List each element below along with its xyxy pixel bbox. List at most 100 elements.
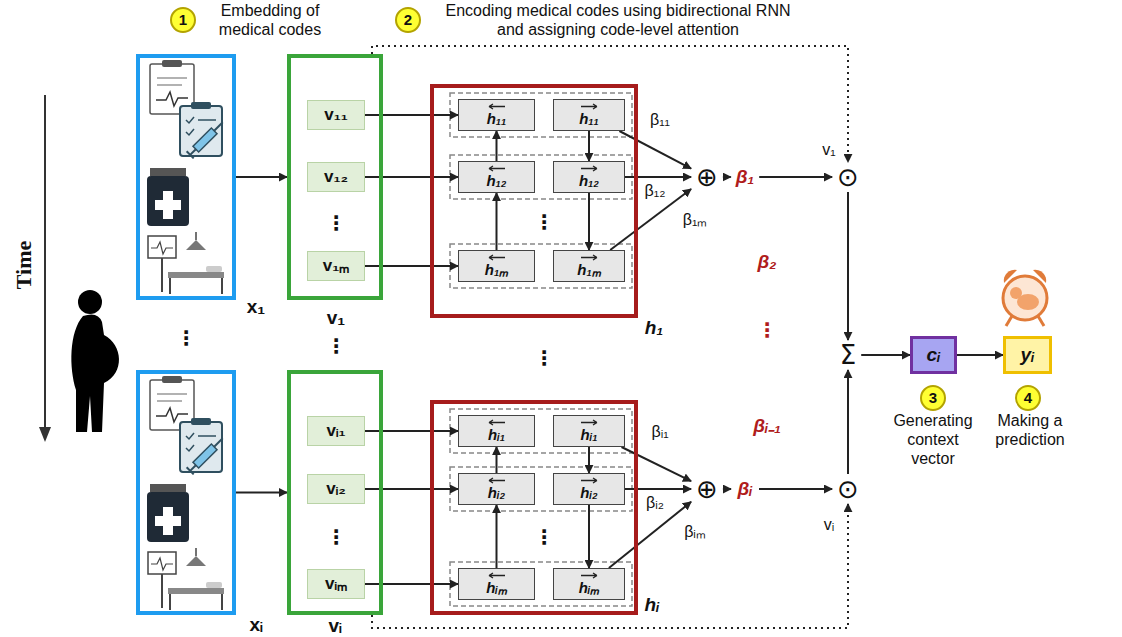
box-heading: h₁ [645, 318, 663, 339]
direction-arrow [580, 165, 598, 172]
medical-record-icons [147, 176, 189, 226]
arrow-connector [496, 447, 498, 473]
medical-record-icons [186, 129, 194, 135]
alarm-clock-baby-icon [1038, 316, 1044, 326]
rnn-row-outline [450, 155, 632, 199]
embedding-vector-text: v₁₁ [324, 105, 348, 125]
arrow-connector [723, 176, 731, 178]
medical-record-icons [198, 119, 216, 121]
ellipsis: ⋮ [534, 527, 554, 547]
embedding-vector-text: vᵢₘ [325, 574, 347, 594]
direction-arrow [488, 165, 506, 172]
arrow-connector [236, 176, 287, 178]
arrow-connector [496, 193, 498, 250]
direction-arrow [580, 254, 598, 261]
alarm-clock-baby-icon [1003, 276, 1047, 320]
callout-number-text: 2 [404, 11, 412, 28]
hidden-state: hᵢ₁ [553, 415, 625, 447]
direction-arrow [581, 420, 597, 425]
embedding-vector-text: vᵢ₁ [327, 421, 346, 441]
operator-symbol-text: ⊕ [696, 476, 718, 502]
hidden-state: h₁₂ [458, 161, 535, 193]
pregnant-woman-figure [71, 314, 119, 432]
operator-symbol: ⊕ [691, 474, 723, 504]
direction-arrow [581, 255, 597, 260]
arrow-connector [759, 488, 832, 490]
dotted-connector [372, 46, 848, 162]
hidden-state: h₁₂ [553, 161, 625, 193]
callout-number: 3 [920, 385, 946, 411]
medical-record-icons [214, 122, 222, 130]
box-heading: x₁ [247, 297, 265, 318]
step-description: Embedding of medical codes [205, 2, 335, 40]
hidden-state: hᵢₘ [458, 568, 535, 600]
direction-arrow [489, 420, 505, 425]
time-arrow [44, 95, 46, 428]
direction-arrow [581, 573, 597, 578]
edge-label: βᵢₘ [682, 523, 708, 541]
medical-record-icons [150, 168, 186, 176]
hidden-state-text: hᵢ₁ [488, 426, 505, 443]
box-heading: hᵢ [645, 595, 660, 616]
medical-record-icons [161, 258, 163, 292]
direction-arrow [580, 103, 598, 110]
operator-symbol-text: ⊙ [837, 164, 859, 190]
time-arrow [39, 427, 51, 442]
medical-record-icons [169, 278, 171, 294]
encoder-box: h₁h₁₁h₁₁h₁₂h₁₂h₁ₘh₁ₘ [430, 84, 638, 318]
box-heading: vᵢ [328, 616, 341, 637]
medical-record-icons [191, 102, 211, 109]
hidden-state: hᵢ₂ [458, 473, 535, 505]
embedding-vector-text: v₁₂ [324, 167, 348, 187]
medical-record-icons [186, 117, 194, 123]
ellipsis: ⋮ [757, 320, 777, 340]
embedding-vector: vᵢ₂ [307, 474, 365, 504]
alarm-clock-baby-icon [1006, 316, 1012, 326]
edge-label: β₁₂ [643, 182, 668, 200]
direction-arrow [580, 477, 598, 484]
attention-weight-text: βᵢ [737, 478, 752, 500]
arrow-connector [365, 114, 458, 116]
arrow-connector [847, 370, 849, 474]
operator-symbol-text: ⊙ [837, 476, 859, 502]
medical-record-icons [151, 242, 173, 254]
prediction-box-text: yᵢ [1021, 344, 1035, 366]
callout-number-text: 4 [1024, 389, 1032, 406]
hidden-state-text: hᵢₘ [579, 579, 600, 596]
medical-record-icons [186, 240, 206, 250]
hidden-state: hᵢ₁ [458, 415, 535, 447]
direction-arrow [580, 572, 598, 579]
embedding-vector-text: v₁ₘ [323, 256, 350, 276]
callout-number: 4 [1015, 385, 1041, 411]
rnn-row-outline [450, 93, 632, 137]
hidden-state: h₁ₘ [553, 250, 625, 282]
operator-symbol: ⊙ [832, 162, 864, 192]
hidden-state-text: h₁₁ [487, 110, 507, 127]
arrow-connector [365, 583, 458, 585]
direction-arrow [488, 419, 506, 426]
encoder-box: hᵢhᵢ₁hᵢ₁hᵢ₂hᵢ₂hᵢₘhᵢₘ [430, 400, 638, 615]
arrow-connector [723, 488, 731, 490]
arrow-connector [365, 176, 458, 178]
arrow-connector [496, 505, 498, 568]
arrow-connector [619, 131, 691, 169]
direction-arrow [489, 255, 505, 260]
arrow-connector [622, 447, 692, 481]
medical-record-icons [162, 60, 182, 67]
medical-record-icons [156, 92, 188, 106]
embedding-vector: v₁₁ [307, 100, 365, 130]
hidden-state: h₁ₘ [458, 250, 535, 282]
hidden-state: hᵢₘ [553, 568, 625, 600]
alarm-clock-baby-icon [1010, 287, 1022, 299]
rnn-row-outline [450, 562, 632, 606]
direction-arrow [488, 254, 506, 261]
hidden-state-text: h₁ₘ [485, 261, 508, 278]
arrow-connector [847, 192, 849, 340]
medical-record-icons [148, 236, 176, 258]
arrow-connector [236, 492, 287, 494]
callout-number: 2 [395, 7, 421, 33]
medical-record-icons [168, 272, 224, 278]
callout-number-text: 1 [179, 11, 187, 28]
